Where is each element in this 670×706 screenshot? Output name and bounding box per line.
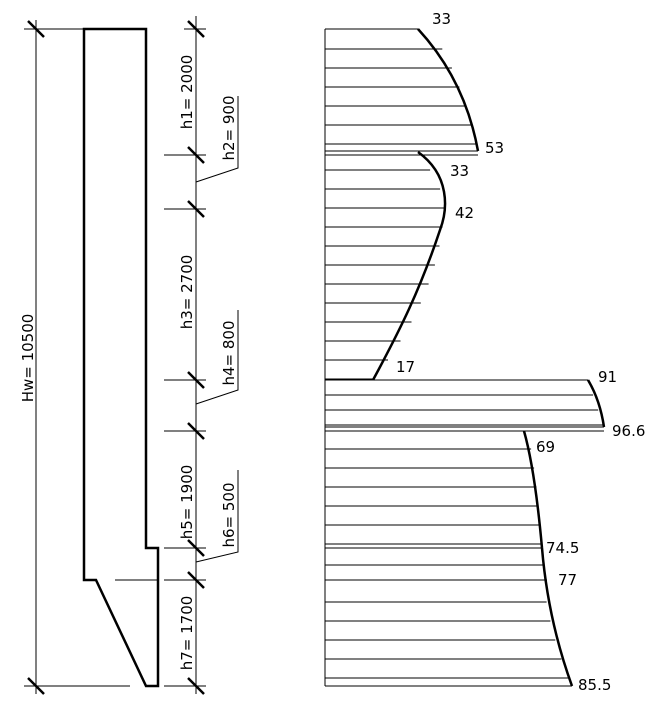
pressure-value-label: 74.5 <box>546 539 579 557</box>
pressure-curve-h6 <box>522 430 544 549</box>
segment-height-labels: h1= 2000 h2= 900 h3= 2700 h4= 800 h5= 1900 h6… <box>178 55 238 671</box>
wall-height-label: Hw= 10500 <box>19 314 37 403</box>
pressure-value-label: 33 <box>450 162 469 180</box>
wall-section-outline <box>82 27 160 688</box>
segment-dimension-chain <box>164 16 239 695</box>
pressure-curve-h1 <box>417 28 480 152</box>
pressure-value-label: 91 <box>598 368 617 386</box>
pressure-value-label: 42 <box>455 204 474 222</box>
pressure-curve-h3 <box>371 150 447 381</box>
height-label-h1: h1= 2000 <box>178 55 196 130</box>
pressure-value-label: 69 <box>536 438 555 456</box>
pressure-diagram: 33 53 33 42 17 91 96.6 69 74.5 77 85.5 <box>324 10 645 694</box>
pressure-curve-h5 <box>586 379 606 428</box>
pressure-value-label: 96.6 <box>612 422 645 440</box>
pressure-value-label: 53 <box>485 139 504 157</box>
pressure-value-labels: 33 53 33 42 17 91 96.6 69 74.5 77 85.5 <box>396 10 645 694</box>
pressure-value-label: 77 <box>558 571 577 589</box>
pressure-value-label: 33 <box>432 10 451 28</box>
overall-height-dimension <box>24 20 130 695</box>
height-label-h7: h7= 1700 <box>178 596 196 671</box>
pressure-hatching <box>325 48 604 679</box>
pressure-boundaries <box>324 28 604 687</box>
pressure-value-label: 17 <box>396 358 415 376</box>
height-label-h6: h6= 500 <box>220 482 238 547</box>
height-label-h5: h5= 1900 <box>178 465 196 540</box>
pressure-value-label: 85.5 <box>578 676 611 694</box>
height-label-h2: h2= 900 <box>220 95 238 160</box>
height-label-h4: h4= 800 <box>220 320 238 385</box>
height-label-h3: h3= 2700 <box>178 255 196 330</box>
pressure-curves <box>371 28 606 687</box>
pressure-curve-h7 <box>540 547 574 687</box>
